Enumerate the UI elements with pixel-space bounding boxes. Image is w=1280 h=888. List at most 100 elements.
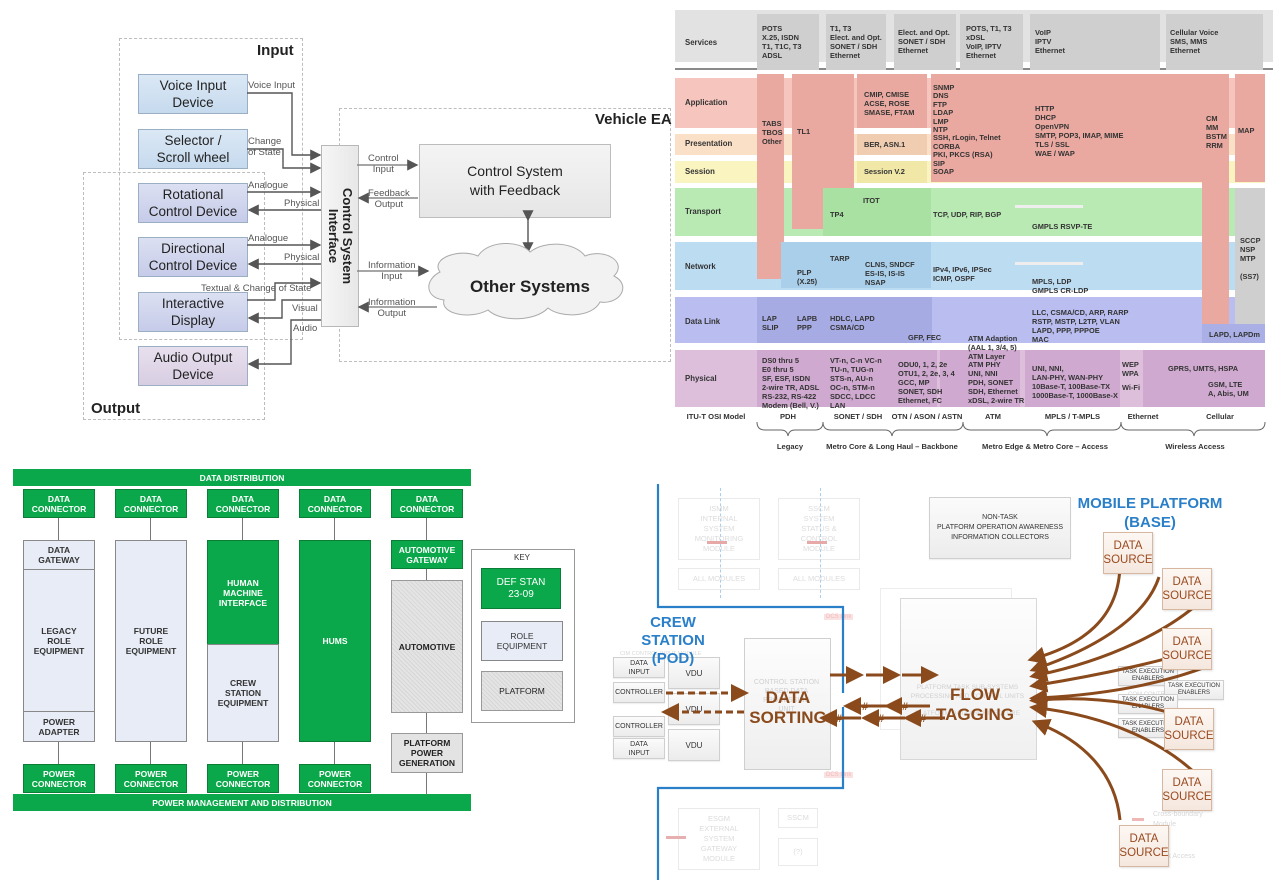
cell-wifi: Wi-Fi [1122, 383, 1140, 392]
ss7-column [1235, 188, 1265, 338]
textual-arrow [247, 277, 322, 301]
col-label-atm: ATM [985, 412, 1001, 421]
ismm-module: ISMM INTERNAL SYSTEM MONITORING MODULE [678, 498, 760, 560]
service-cellular: Cellular Voice SMS, MMS Ethernet [1170, 28, 1219, 55]
cell-lapb: LAPB PPP [797, 314, 818, 332]
legacy-role-equipment: LEGACY ROLE EQUIPMENT [23, 569, 95, 712]
source-2-arrow [1029, 598, 1204, 682]
col-label-ethernet: Ethernet [1127, 412, 1159, 421]
connector-line [426, 518, 427, 540]
service-otn: Elect. and Opt. SONET / SDH Ethernet [898, 28, 950, 55]
data-gateway: DATA GATEWAY [23, 540, 95, 570]
cell-mpls-ldp: MPLS, LDP GMPLS CR-LDP [1032, 277, 1089, 295]
textual-label: Textual & Change of State [201, 283, 312, 294]
data-source-6: DATA SOURCE [1119, 825, 1169, 867]
session-v2-block [857, 161, 927, 183]
cell-llc: LLC, CSMA/CD, ARP, RARP RSTP, MSTP, L2TP… [1032, 308, 1129, 344]
service-col-cellular [1166, 14, 1263, 70]
brace-wireless [1120, 421, 1266, 437]
non-task-collectors: NON-TASK PLATFORM OPERATION AWARENESS IN… [929, 497, 1071, 559]
power-connector-1: POWER CONNECTOR [23, 764, 95, 793]
audio-output-device: Audio Output Device [138, 346, 248, 386]
cell-vtn: VT-n, C-n VC-n TU-n, TUG-n STS-n, AU-n O… [830, 356, 882, 410]
pod-data-input-1: DATA INPUT [613, 657, 665, 678]
cell-ipv4: IPv4, IPv6, IPSec ICMP, OSPF [933, 265, 992, 283]
data-connector-3: DATA CONNECTOR [207, 489, 279, 518]
vehicle-ea-connectors [247, 92, 624, 370]
key-defstan: DEF STAN 23-09 [481, 568, 561, 609]
hums: HUMS [299, 540, 371, 742]
service-col-mpls [1030, 14, 1160, 70]
map-column [1235, 74, 1265, 182]
gmpls-rsvp-divider [1015, 205, 1083, 208]
row-label-datalink: Data Link [685, 317, 721, 326]
connector-line [334, 742, 335, 764]
cell-ber: BER, ASN.1 [864, 140, 906, 149]
cell-cmip: CMIP, CMISE ACSE, ROSE SMASE, FTAM [864, 90, 915, 117]
source-1-arrow [1027, 562, 1122, 665]
flow-tagging-label: FLOW TAGGING [935, 685, 1015, 724]
link-access-label: Link Access [1158, 853, 1195, 860]
osi-protocol-map: Services Application Presentation Sessio… [675, 10, 1273, 455]
crew-station-equipment: CREW STATION EQUIPMENT [207, 644, 279, 742]
cim-control-input-label: CIM CONTROL INPUT MODULE [620, 651, 702, 657]
automotive-gateway: AUTOMOTIVE GATEWAY [391, 540, 463, 569]
service-col-sonet [826, 14, 886, 70]
audio-arrow [247, 319, 321, 370]
output-region [83, 172, 265, 420]
input-region [119, 38, 303, 340]
cross-boundary-marker [1132, 818, 1144, 821]
col-label-pdh: PDH [779, 412, 797, 421]
connector-line [426, 568, 427, 580]
brace-legacy [756, 421, 824, 437]
data-source-5: DATA SOURCE [1162, 769, 1212, 811]
human-machine-interface: HUMAN MACHINE INTERFACE [207, 540, 279, 645]
cell-map: MAP [1238, 126, 1255, 135]
hash-mark: # [920, 713, 926, 725]
visual-arrow [247, 299, 321, 324]
power-adapter: POWER ADAPTER [23, 711, 95, 742]
datalink-legacy-block [757, 297, 932, 343]
other-systems-label: Other Systems [470, 277, 590, 296]
service-col-pdh [757, 14, 819, 70]
control-system-with-feedback: Control System with Feedback [419, 144, 611, 218]
cm-column [1202, 74, 1229, 339]
power-connector-3: POWER CONNECTOR [207, 764, 279, 793]
cell-tabs: TABS TBOS Other [762, 119, 783, 146]
cell-tarp: TARP [830, 254, 850, 263]
cell-gfp: GFP, FEC [908, 333, 942, 342]
group-backbone: Metro Core & Long Haul – Backbone [826, 442, 958, 451]
data-distribution-bar: DATA DISTRIBUTION [13, 469, 471, 486]
physical-legacy-block [757, 350, 937, 407]
brace-access [962, 421, 1122, 437]
physical-cellular-block [1143, 350, 1265, 407]
platform-task-label: PLATFORM TASK SUB-SYSTEMS PROCESSING AND… [910, 684, 1025, 700]
cell-snmp: SNMP DNS FTP LDAP LMP NTP SSH, rLogin, T… [933, 83, 1001, 177]
physical-2-label: Physical [284, 252, 320, 263]
cell-atm-phy: ATM PHY UNI, NNI PDH, SONET SDH, Etherne… [968, 360, 1025, 405]
sscm-cross-marker [807, 541, 827, 544]
brace-backbone [822, 421, 964, 437]
service-mpls: VoIP IPTV Ethernet [1035, 28, 1065, 55]
service-col-otn [894, 14, 956, 70]
network-osi-block [781, 242, 931, 288]
unknown-module: (?) [778, 838, 818, 866]
lapdm-block [1202, 324, 1265, 343]
cell-gsm: GSM, LTE A, Abis, UM [1208, 380, 1249, 398]
voice-input-arrow [247, 92, 322, 161]
service-pdh: POTS X.25, ISDN T1, T1C, T3 ADSL [762, 24, 802, 60]
data-source-4: DATA SOURCE [1164, 708, 1214, 750]
cell-atm-adaption: ATM Adaption (AAL 1, 3/4, 5) ATM Layer [968, 334, 1018, 361]
cell-cm: CM MM BSTM RRM [1206, 114, 1227, 150]
other-systems-cloud [428, 242, 624, 320]
hash-mark: # [862, 701, 868, 713]
ismm-cross-marker [707, 541, 727, 544]
platform-power-generation: PLATFORM POWER GENERATION [391, 733, 463, 773]
cell-http: HTTP DHCP OpenVPN SMTP, POP3, IMAP, MIME… [1035, 104, 1124, 158]
hash-mark: # [836, 713, 842, 725]
interactive-display: Interactive Display [138, 292, 248, 332]
esgm-module: ESGM EXTERNAL SYSTEM GATEWAY MODULE [678, 808, 760, 870]
connector-line [58, 742, 59, 764]
dcs-link-bottom: DCS Link [824, 772, 854, 778]
task-exec-2: TASK EXECUTION ENABLERS [1164, 680, 1224, 700]
